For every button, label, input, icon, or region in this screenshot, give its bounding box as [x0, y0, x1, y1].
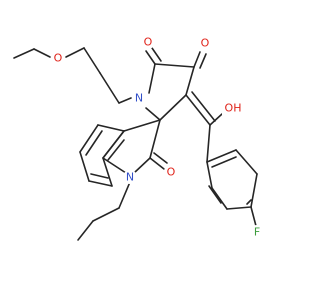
- molecule-structure: O N O O OH N O F: [13, 35, 264, 241]
- bond: [145, 107, 161, 121]
- bond: [250, 173, 258, 208]
- bond: [13, 48, 35, 59]
- bond: [118, 97, 132, 104]
- bond: [211, 187, 228, 210]
- fluorine-label: F: [254, 226, 260, 239]
- bond: [79, 151, 90, 182]
- bond: [250, 206, 257, 227]
- bond: [77, 220, 94, 241]
- bond: [235, 149, 258, 175]
- fluorine-atom: F: [250, 225, 264, 239]
- bond: [199, 53, 207, 69]
- bond: [133, 157, 151, 174]
- bond: [211, 156, 237, 168]
- bond: [246, 199, 252, 205]
- bond: [90, 173, 109, 179]
- bond: [193, 51, 201, 68]
- ring-nitrogen-label: N: [135, 92, 143, 105]
- bond: [226, 206, 252, 210]
- bond: [145, 50, 156, 65]
- bond: [185, 66, 195, 96]
- bond: [151, 47, 162, 62]
- bond: [83, 47, 101, 74]
- bond: [191, 91, 216, 122]
- atom-labels: O N O O OH N O F: [51, 35, 264, 239]
- bond: [97, 124, 125, 132]
- bond: [149, 119, 161, 159]
- methoxy-oxygen: O: [51, 51, 65, 65]
- bond: [148, 63, 156, 94]
- lactam-oxygen-label: O: [167, 166, 176, 179]
- bond: [185, 94, 211, 126]
- bond: [102, 157, 113, 187]
- ring-nitrogen: N: [132, 91, 146, 105]
- bond: [159, 94, 187, 121]
- bond: [99, 72, 120, 104]
- indole-nitrogen-label: N: [126, 171, 134, 184]
- bond: [209, 113, 223, 126]
- bond: [208, 185, 222, 204]
- bond: [88, 180, 113, 187]
- bonds: [13, 47, 258, 241]
- bond: [102, 157, 127, 174]
- carbonyl-oxygen-upper-left-label: O: [144, 36, 153, 49]
- bond: [65, 47, 85, 58]
- bond: [118, 181, 131, 209]
- bond: [85, 130, 103, 156]
- bond: [123, 119, 161, 132]
- lactam-oxygen: O: [164, 165, 178, 179]
- bond: [206, 124, 211, 163]
- bond: [107, 139, 125, 161]
- carbonyl-oxygen-upper-left: O: [141, 35, 155, 49]
- indole-nitrogen: N: [123, 170, 137, 184]
- carbonyl-oxygen-upper-right-label: O: [201, 37, 210, 50]
- bond: [92, 207, 120, 222]
- carbonyl-oxygen-upper-right: O: [198, 36, 212, 50]
- hydroxyl-label: OH: [225, 102, 242, 115]
- bond: [79, 124, 99, 153]
- methoxy-oxygen-label: O: [54, 52, 63, 65]
- bond: [206, 161, 213, 189]
- bond: [33, 48, 51, 58]
- bond: [154, 63, 195, 68]
- bond: [149, 157, 165, 170]
- bond: [153, 152, 168, 164]
- bond: [206, 149, 237, 163]
- bond: [102, 130, 125, 159]
- hydroxyl-group: OH: [222, 101, 244, 115]
